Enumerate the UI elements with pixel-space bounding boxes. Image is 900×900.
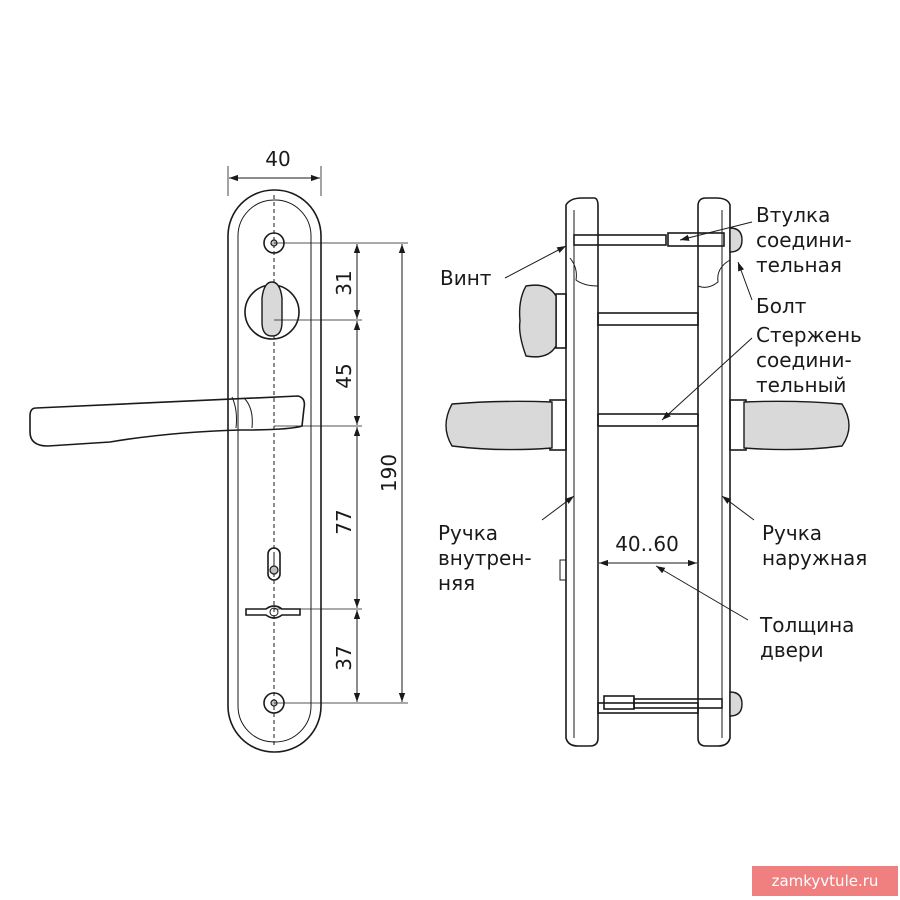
label-door-thickness: Толщина двери xyxy=(759,613,861,662)
emergency-turn xyxy=(245,605,301,619)
lever-handle xyxy=(29,395,306,447)
dimension-45: 45 xyxy=(332,363,356,388)
inner-plate xyxy=(565,197,599,747)
watermark: zamkyvtule.ru xyxy=(752,866,898,896)
cylinder-slot xyxy=(267,547,281,581)
front-view: 40 31 45 77 37 190 xyxy=(29,147,408,753)
door-thickness-dimension: 40..60 xyxy=(615,532,679,556)
outer-plate xyxy=(697,197,731,747)
watermark-text: zamkyvtule.ru xyxy=(772,872,879,890)
sleeve xyxy=(667,232,725,247)
inner-thumb-turn xyxy=(518,284,567,358)
label-outer-handle: Ручка наружная xyxy=(762,521,867,570)
dimension-190: 190 xyxy=(377,454,401,492)
label-rod: Стержень соедини- тельный xyxy=(756,323,868,397)
outer-lever xyxy=(729,399,850,451)
dimension-31: 31 xyxy=(332,270,356,295)
screw-shaft xyxy=(573,234,667,246)
label-inner-handle: Ручка внутрен- няя xyxy=(438,521,538,595)
dimension-77: 77 xyxy=(332,509,356,534)
front-plate-outer xyxy=(227,189,322,753)
width-dimension: 40 xyxy=(265,147,290,171)
side-view: 40..60 Винт Втулка соедини- тельная Болт… xyxy=(438,197,868,747)
thumb-turn xyxy=(244,281,300,340)
label-bolt: Болт xyxy=(756,294,807,318)
inner-lever xyxy=(445,399,567,451)
label-screw: Винт xyxy=(440,266,492,290)
label-sleeve: Втулка соедини- тельная xyxy=(756,203,858,277)
dimension-37: 37 xyxy=(332,645,356,670)
